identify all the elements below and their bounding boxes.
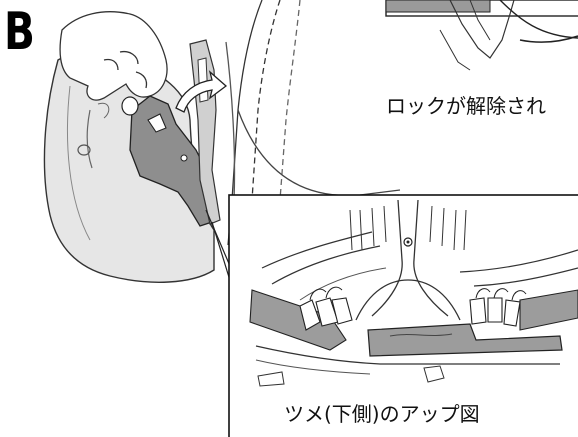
- unlock-caption: ロックが解除され: [386, 92, 578, 120]
- closeup-caption: ツメ(下側)のアップ図: [284, 402, 480, 426]
- step-label: B: [4, 2, 35, 62]
- motion-arrow: [175, 70, 228, 113]
- seat-frame: [225, 0, 401, 246]
- unlock-inset: [385, 0, 578, 71]
- closeup-inset: [228, 194, 578, 437]
